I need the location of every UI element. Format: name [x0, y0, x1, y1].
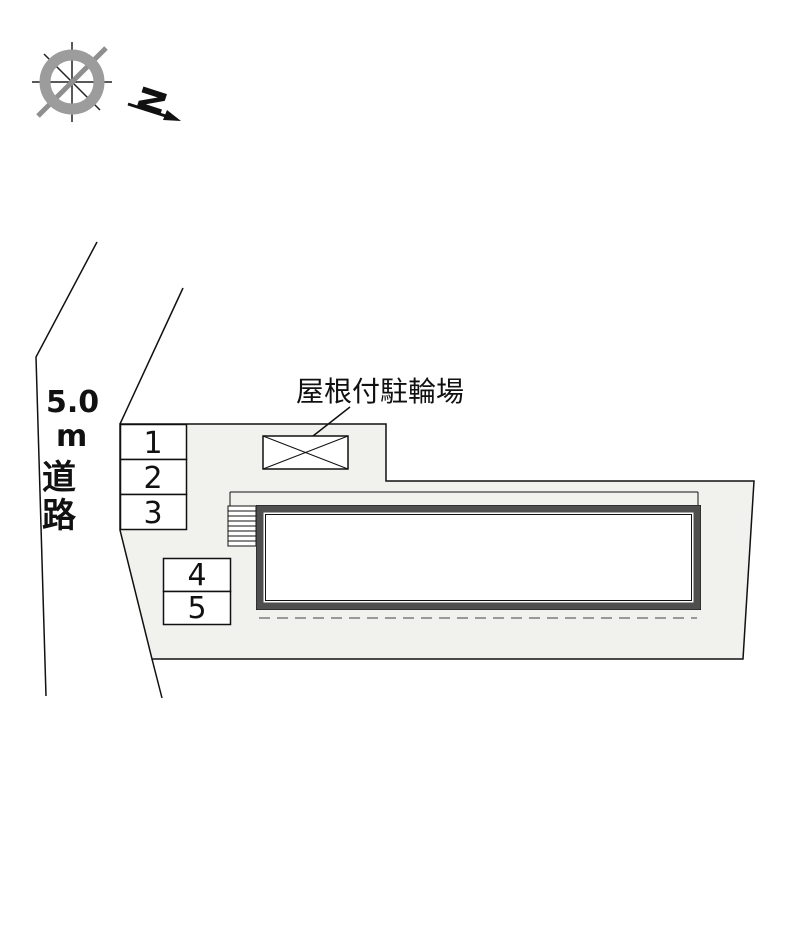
- road-label-width: 5.0: [46, 385, 99, 420]
- road-inner-line-lower: [151, 658, 163, 699]
- stall-1-box: [119, 423, 188, 461]
- building-inner-outline: [265, 514, 692, 601]
- parking-stalls-45: 4 5: [162, 557, 232, 626]
- road-label-unit: m: [56, 419, 87, 454]
- bike-parking-label: 屋根付駐輪場: [296, 375, 464, 408]
- road-width-label: 5.0 m 道 路: [42, 385, 99, 536]
- stall-4-label: 4: [187, 558, 206, 593]
- bike-parking-leader-line: [312, 406, 351, 437]
- stall-2-box: [119, 458, 188, 496]
- building-wall-band: [256, 505, 701, 610]
- north-arrow-head: [163, 110, 181, 121]
- stall-3-box: [119, 493, 188, 531]
- stall-5-label: 5: [187, 591, 206, 626]
- compass-ring: [39, 49, 105, 115]
- building: [256, 505, 701, 610]
- road-outer-line: [35, 241, 98, 697]
- north-arrow-shaft: [127, 102, 173, 120]
- road-inner-line-upper: [119, 287, 184, 425]
- compass-rose: N: [32, 42, 181, 122]
- parking-stalls-123: 1 2 3: [119, 423, 188, 531]
- stall-2-label: 2: [143, 461, 162, 496]
- stairs: [227, 505, 257, 547]
- stall-1-label: 1: [143, 426, 162, 461]
- road-label-kanji-2: 路: [42, 496, 77, 536]
- bike-parking: 屋根付駐輪場: [262, 375, 464, 470]
- road-label-kanji-1: 道: [42, 458, 76, 498]
- bike-parking-cross-2: [262, 435, 349, 470]
- road-boundary: [35, 241, 184, 699]
- stall-3-label: 3: [143, 496, 162, 531]
- building-outer-outline: [256, 505, 701, 610]
- stall-5-box: [162, 590, 232, 626]
